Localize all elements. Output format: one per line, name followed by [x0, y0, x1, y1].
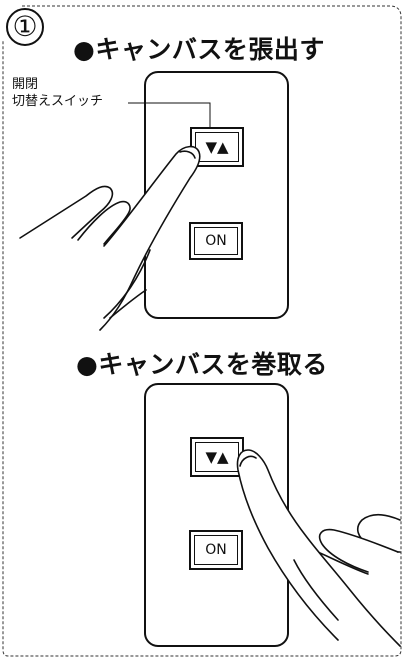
switch-callout-label: 開閉 切替えスイッチ [12, 76, 103, 110]
hand-pressing-toggle-lower-icon [236, 449, 401, 647]
callout-leader-line [128, 102, 211, 130]
heading-extend-canvas: ●キャンバスを張出す [73, 35, 325, 64]
on-button-label: ON [194, 227, 238, 255]
on-button-lower[interactable]: ON [189, 530, 243, 570]
step-number-badge: ① [6, 8, 44, 46]
on-button-upper[interactable]: ON [189, 222, 243, 260]
hand-pressing-toggle-icon [19, 145, 201, 331]
callout-line-1: 開閉 [12, 77, 39, 92]
callout-line-2: 切替えスイッチ [12, 94, 104, 109]
open-close-toggle-button-lower[interactable]: ▼▲ [190, 437, 244, 477]
dashed-frame-border [2, 5, 402, 657]
heading-retract-canvas: ●キャンバスを巻取る [76, 350, 328, 379]
on-button-label: ON [194, 535, 238, 565]
